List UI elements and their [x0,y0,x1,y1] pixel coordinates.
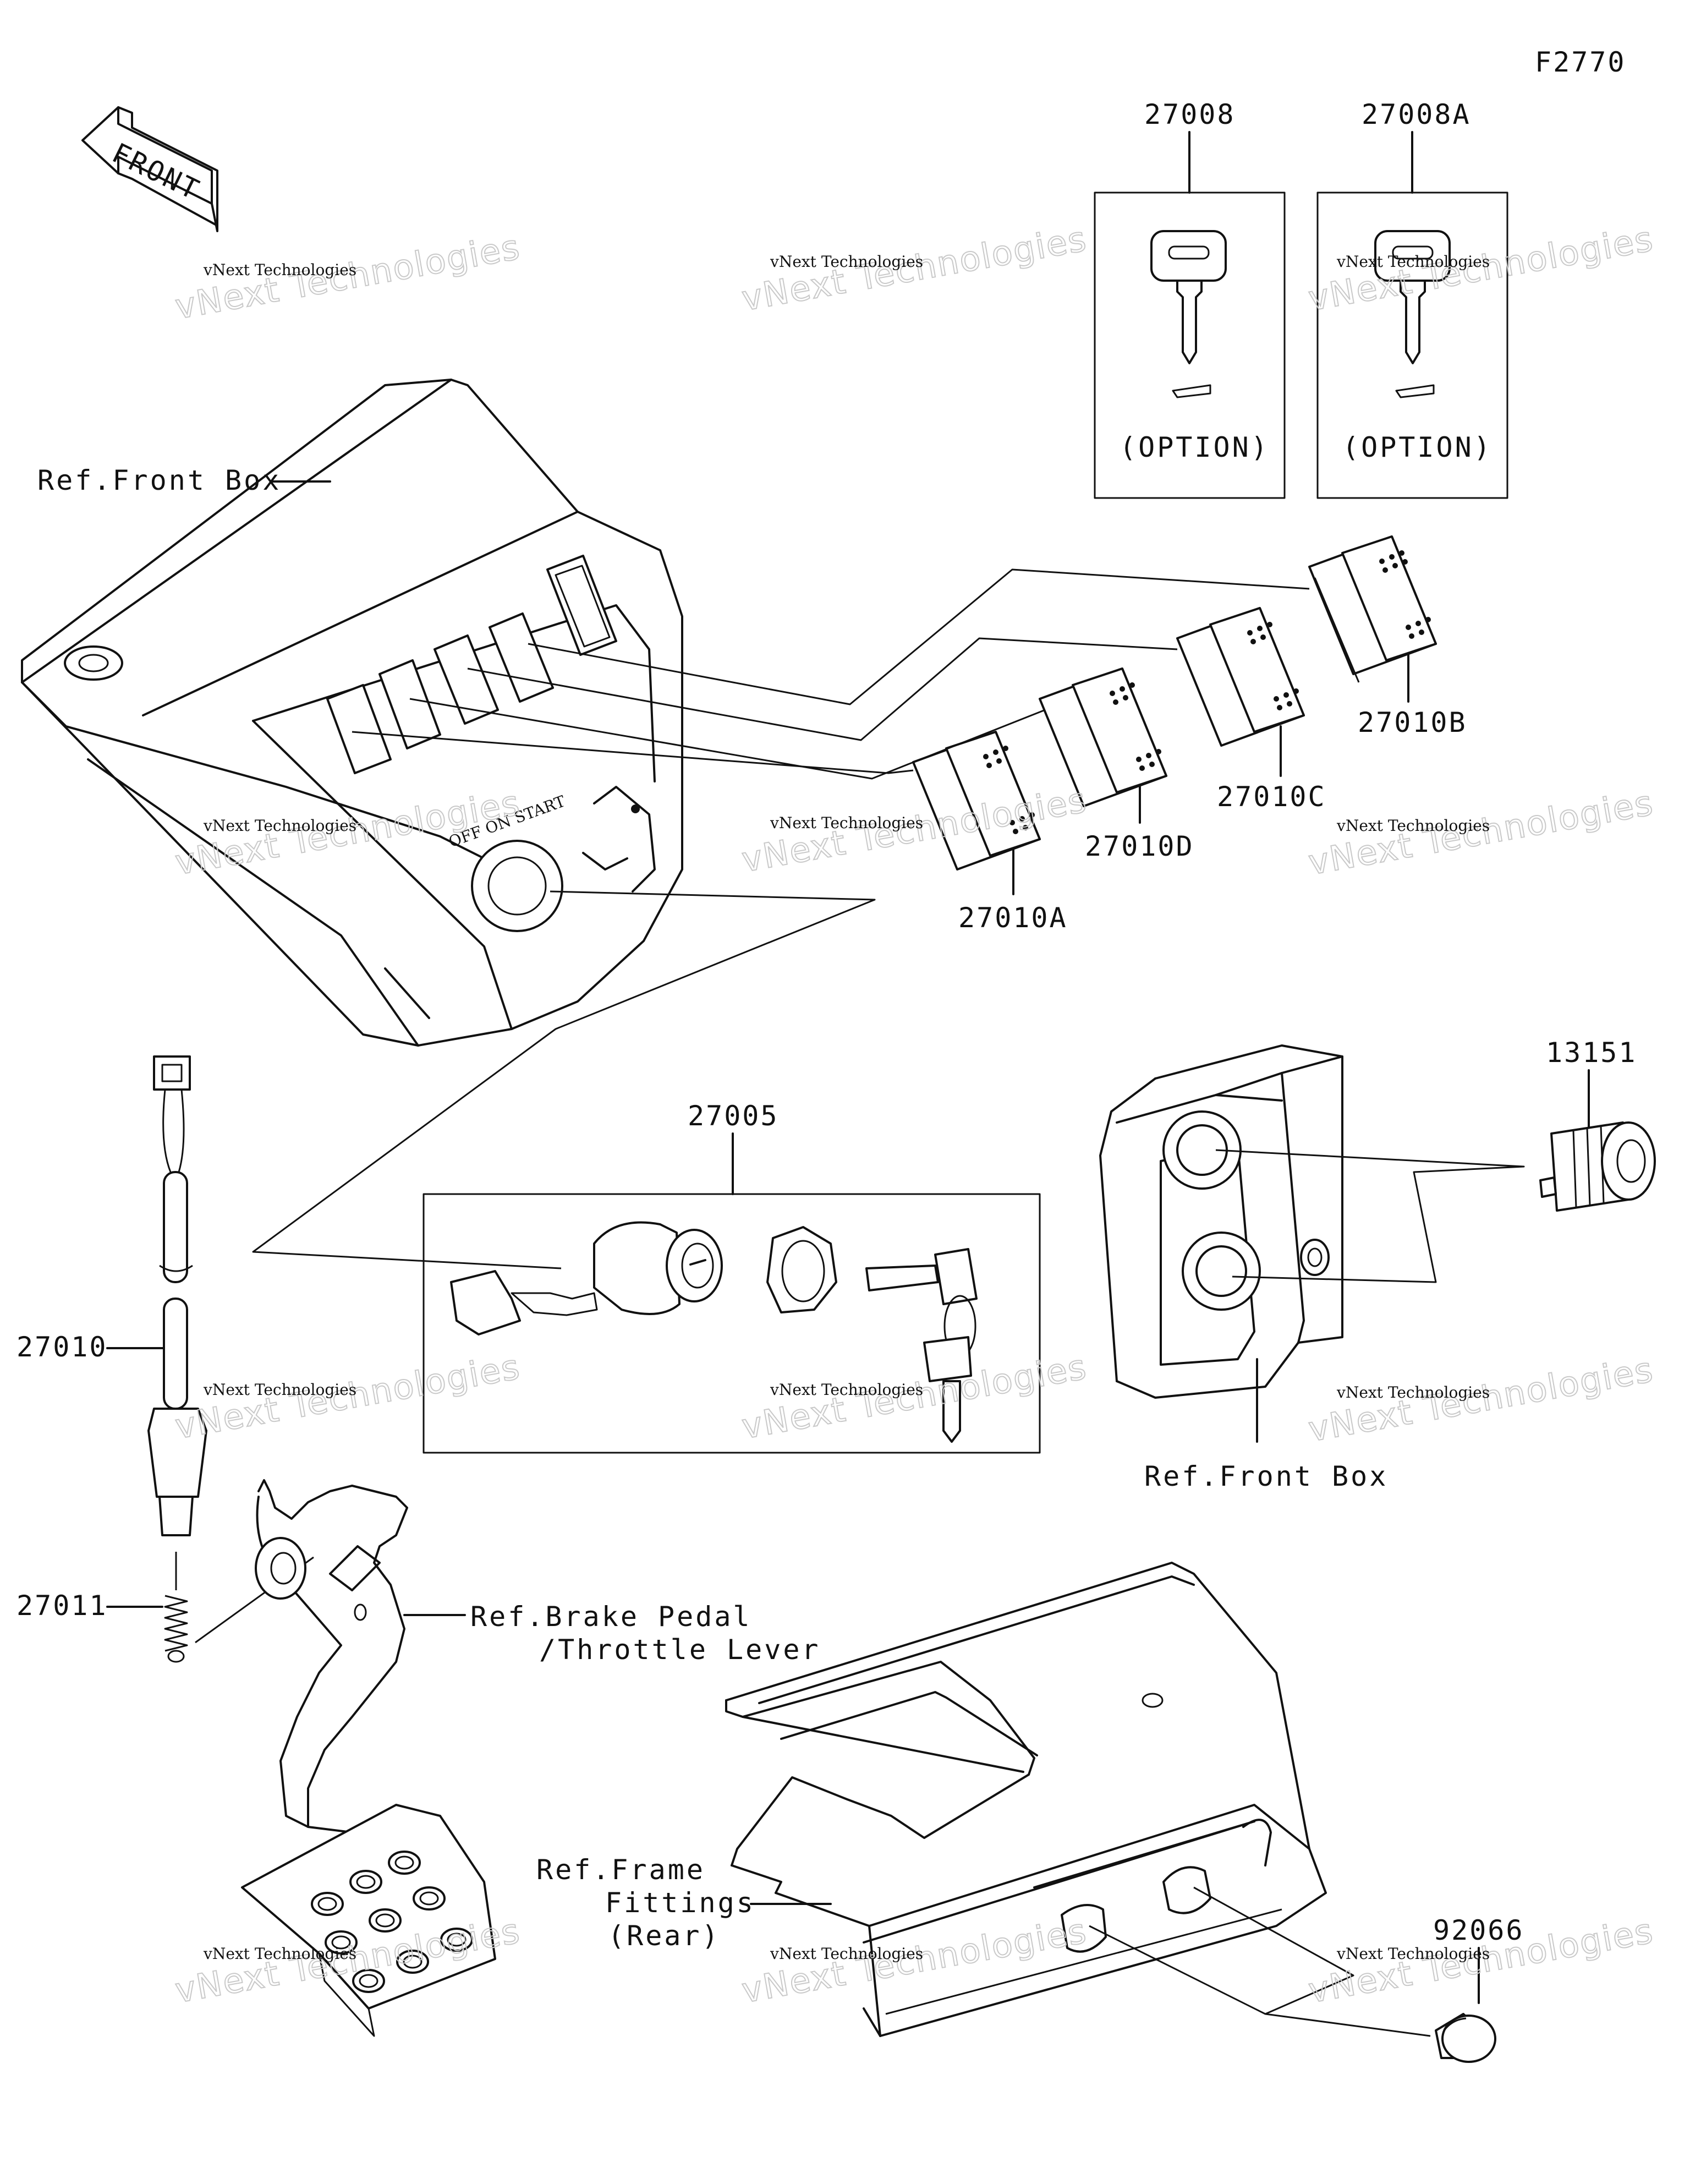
watermark-text: vNext Technologies [1336,817,1490,835]
option-note-27008: (OPTION) [1120,431,1270,463]
watermark-text: vNext Technologies [770,1945,923,1963]
watermarks: vNext Technologies vNext Technologies vN… [172,218,1657,2011]
pedal-holes-icon [311,1851,473,1993]
ref-front-box-top: Ref.Front Box [37,464,281,496]
rear-frame-icon [725,1562,1327,2037]
part-number-27010c: 27010C [1217,781,1326,813]
lock-nut-icon [766,1226,837,1313]
watermark-text: vNext Technologies [203,261,356,279]
part-number-27008: 27008 [1144,98,1236,130]
option-note-27008a: (OPTION) [1342,431,1493,463]
rocker-switch-27010a [912,731,1041,895]
part-number-27010: 27010 [17,1331,108,1363]
switch-leader-lines [252,568,1310,1269]
socket-icon [1539,1121,1656,1212]
part-number-92066: 92066 [1433,1914,1524,1946]
ignition-keys-icon [865,1248,978,1443]
watermark-text: vNext Technologies [203,817,356,835]
front-box-socket-panel [1099,1044,1343,1443]
cap-leader [1089,1886,1354,2015]
ignition-switch-icon [450,1221,723,1335]
rocker-switch-27010d [1039,667,1167,824]
ref-brake-pedal-line2: /Throttle Lever [539,1634,821,1666]
front-arrow-icon: FRONT [81,106,218,232]
plug-cap-icon [1435,2013,1496,2063]
part-number-27010a: 27010A [958,902,1068,934]
watermark-text: vNext Technologies [1336,1383,1490,1402]
figure-code: F2770 [1535,46,1626,78]
watermark-text: vNext Technologies [203,1945,356,1963]
ref-front-box-right: Ref.Front Box [1144,1460,1388,1492]
part-number-27011: 27011 [17,1590,108,1622]
ref-brake-pedal-line1: Ref.Brake Pedal [470,1601,752,1633]
watermark-text: vNext Technologies [770,253,923,271]
ref-frame-line2: Fittings [605,1887,755,1919]
watermark-text: vNext Technologies [770,1381,923,1399]
watermark-text: vNext Technologies [770,814,923,832]
watermark-text: vNext Technologies [1336,1945,1490,1963]
brake-switch-icon [147,1055,207,1536]
key-option-1: 27008 (OPTION) [1094,98,1286,499]
ignition-switch-box [422,1193,1041,1454]
part-number-13151: 13151 [1546,1037,1637,1069]
key-icon-2 [1374,230,1451,398]
spring-icon [164,1552,188,1663]
part-number-27010d: 27010D [1085,830,1194,862]
ref-frame-line3: (Rear) [608,1920,721,1952]
rocker-switch-27010b [1308,535,1437,703]
part-number-27005: 27005 [688,1100,779,1132]
watermark-text: vNext Technologies [203,1381,356,1399]
key-option-2: 27008A (OPTION) [1316,98,1508,499]
socket-leader [1215,1149,1525,1283]
rocker-switch-27010c [1176,607,1305,777]
ref-frame-line1: Ref.Frame [536,1854,705,1886]
part-number-27008a: 27008A [1362,98,1471,130]
brake-pedal-icon [241,1479,496,2037]
front-box-panel: OFF ON START [21,379,683,1047]
part-number-27010b: 27010B [1358,707,1467,738]
watermark-text: vNext Technologies [1336,253,1490,271]
key-icon [1150,230,1227,398]
